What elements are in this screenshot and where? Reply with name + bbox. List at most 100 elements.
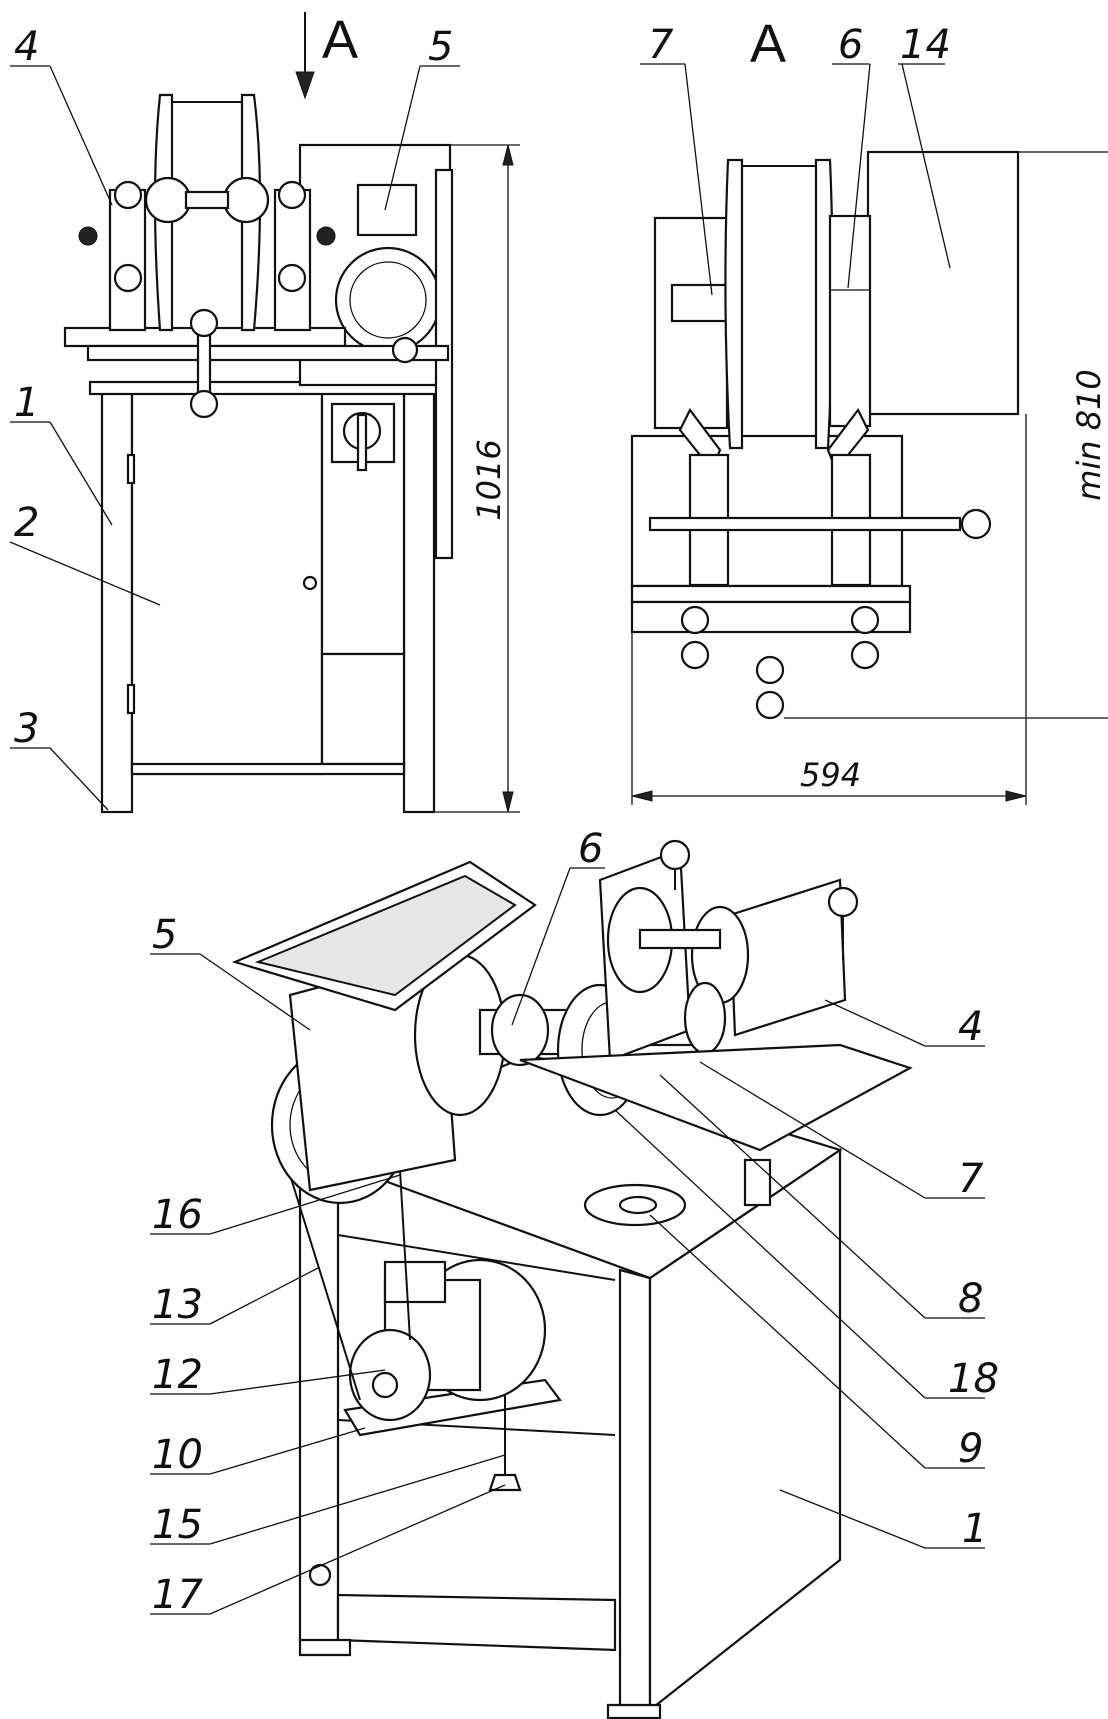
side-knob-3a [850, 605, 880, 635]
callout-2-front-leader [9, 541, 161, 606]
left-post-knob-bottom [113, 263, 143, 293]
callout-15-iso: 15 [152, 1502, 203, 1548]
width-arrow-left [631, 790, 653, 802]
callout-1-front: 1 [14, 380, 39, 426]
callout-4-front: 4 [14, 24, 39, 70]
lower-handle-rod [196, 328, 212, 402]
callout-16-iso-leader [209, 1174, 401, 1235]
side-motor [653, 216, 729, 430]
side-rim-left [724, 158, 744, 450]
gearbox-knob [391, 336, 419, 364]
side-view: A min 810 [630, 14, 1108, 805]
iso-leg-hole [308, 1563, 332, 1587]
door-hinge-top [126, 453, 136, 485]
iso-badge [743, 1158, 772, 1207]
callout-17-iso-leader [209, 1484, 506, 1615]
iso-roller-shaft [638, 928, 722, 950]
callout-8-iso-leader [659, 1074, 926, 1319]
dimension-width: 594 [800, 756, 861, 794]
callout-1-iso: 1 [962, 1506, 987, 1552]
callout-1-iso-leader [779, 1489, 926, 1549]
callout-6-side-leader [847, 63, 871, 289]
dim-arrow-down [502, 791, 514, 813]
callout-14-side: 14 [900, 22, 951, 68]
view-label-arrow: A [322, 10, 358, 70]
callout-7-iso: 7 [958, 1156, 984, 1202]
isometric-view: 6 5 16 13 12 10 15 17 4 7 8 18 [150, 826, 999, 1719]
cabinet-base [130, 762, 406, 776]
right-nut [316, 226, 336, 246]
iso-cooling-fins [254, 874, 517, 997]
side-knob-1a [680, 605, 710, 635]
iso-left-foot [298, 1638, 352, 1657]
callout-7-side-leader [684, 63, 713, 296]
view-arrow-head [295, 71, 315, 100]
iso-knob-top-2 [827, 886, 859, 918]
iso-bottom-rail [336, 1593, 617, 1652]
callout-7-side: 7 [648, 22, 674, 68]
callout-6-side: 6 [838, 22, 863, 68]
roller-shaft [184, 190, 230, 210]
callout-10-iso-leader [209, 1427, 366, 1475]
callout-7-iso-leader [699, 1061, 926, 1199]
iso-motor-pulley-hub [371, 1371, 399, 1399]
iso-belt [289, 1169, 411, 1401]
iso-knob-top-1 [659, 839, 691, 871]
right-post [273, 188, 312, 332]
callout-5-iso: 5 [152, 912, 177, 958]
frame-lower-bar [86, 344, 450, 362]
callout-8-iso: 8 [958, 1276, 983, 1322]
side-handle-rod [648, 516, 962, 532]
callout-13-iso: 13 [152, 1282, 203, 1328]
iso-upper-rail [337, 1234, 616, 1281]
side-knob-2a [755, 655, 785, 685]
lower-handle-knob-top [189, 308, 219, 338]
cabinet-lower-panel [320, 652, 406, 766]
side-knob-2b [755, 690, 785, 720]
cabinet-door [130, 390, 324, 776]
dimension-min-height: min 810 [1070, 369, 1108, 501]
callout-6-iso-leader [511, 867, 571, 1026]
callout-4-front-leader [49, 65, 113, 206]
lower-handle-knob-bottom [189, 389, 219, 419]
iso-base-plate [519, 1043, 913, 1152]
callout-5-iso-leader [199, 953, 311, 1031]
iso-coupling-6 [490, 993, 550, 1067]
gearbox-cover-plate [356, 183, 418, 237]
callout-5-front-leader [384, 65, 421, 211]
callout-5-front: 5 [428, 24, 453, 70]
side-shaft-7 [670, 283, 729, 323]
iso-lower-roller [683, 981, 727, 1055]
right-roller [222, 176, 270, 224]
callout-6-iso: 6 [578, 826, 603, 872]
side-knob-3b [850, 640, 880, 670]
side-base-bar [630, 584, 912, 604]
gearbox-flange [334, 246, 442, 354]
left-post-knob-top [113, 180, 143, 210]
callout-12-iso-leader [209, 1369, 386, 1395]
left-post [108, 188, 147, 332]
dimension-height: 1016 [470, 439, 508, 520]
side-gearbox-14 [866, 150, 1020, 416]
right-leg [402, 390, 436, 814]
iso-right-front-leg [618, 1268, 652, 1712]
callout-18-iso-leader [614, 1109, 926, 1399]
gearbox-flange-inner [349, 261, 427, 339]
callout-10-iso: 10 [152, 1432, 203, 1478]
iso-motor-terminal-box [383, 1260, 447, 1304]
callout-18-iso: 18 [948, 1356, 999, 1402]
gearbox-side-rail [434, 168, 454, 560]
callout-12-iso: 12 [152, 1352, 203, 1398]
callout-2-front: 2 [14, 500, 39, 546]
callout-3-front: 3 [14, 706, 39, 752]
switch-handle [356, 413, 368, 472]
front-view: A [9, 10, 520, 814]
callout-14-side-leader [901, 63, 951, 269]
callout-15-iso-leader [209, 1454, 506, 1545]
left-nut [78, 226, 98, 246]
side-handle-knob [960, 508, 992, 540]
door-knob [302, 575, 318, 591]
callout-9-iso-leader [649, 1214, 926, 1469]
side-knob-1b [680, 640, 710, 670]
iso-right-foot [606, 1703, 662, 1719]
